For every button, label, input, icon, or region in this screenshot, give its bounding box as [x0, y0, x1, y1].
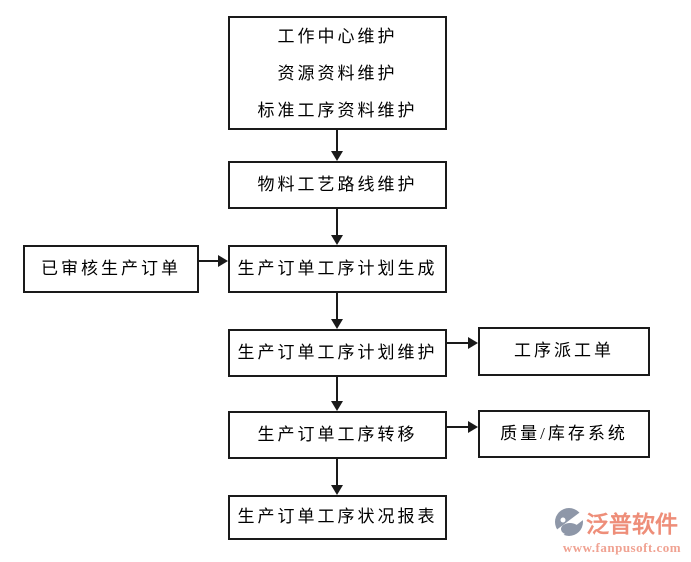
arrow-shaft — [336, 209, 338, 235]
arrow-down-head-icon — [331, 151, 343, 161]
arrow-shaft — [447, 342, 468, 344]
arrow-down-head-icon — [331, 401, 343, 411]
arrow-right-head-icon — [468, 421, 478, 433]
arrow-approved-order-to-plan-generate — [199, 254, 228, 268]
arrow-transfer-to-quality-inventory — [447, 420, 478, 434]
flow-node-label: 已审核生产订单 — [41, 258, 181, 278]
flow-node-transfer: 生产订单工序转移 — [228, 411, 447, 459]
arrow-shaft — [336, 459, 338, 485]
flow-node-quality-inventory: 质量/库存系统 — [478, 410, 650, 458]
flow-node-label: 生产订单工序状况报表 — [237, 507, 438, 527]
logo-website: www.fanpusoft.com — [562, 540, 682, 555]
arrow-shaft — [199, 260, 218, 262]
flow-node-label: 资源资料维护 — [277, 63, 398, 83]
flow-node-label: 工序派工单 — [514, 341, 614, 361]
flow-node-label: 生产订单工序计划生成 — [237, 258, 438, 278]
arrow-transfer-to-status-report — [330, 459, 344, 495]
arrow-down-head-icon — [331, 485, 343, 495]
arrow-shaft — [447, 426, 468, 428]
fanpu-logo: 泛普软件 www.fanpusoft.com — [554, 505, 690, 556]
flow-node-label: 生产订单工序计划维护 — [237, 342, 438, 362]
arrow-plan-generate-to-plan-maintain — [330, 293, 344, 329]
flow-node-status-report: 生产订单工序状况报表 — [228, 495, 447, 540]
flow-node-label: 标准工序资料维护 — [257, 100, 418, 120]
arrow-right-head-icon — [218, 255, 228, 267]
arrow-shaft — [336, 377, 338, 401]
arrow-routing-to-plan-generate — [330, 209, 344, 245]
logo-text: 泛普软件 — [586, 512, 678, 537]
arrow-plan-maintain-to-transfer — [330, 377, 344, 411]
flow-node-dispatch: 工序派工单 — [478, 327, 650, 376]
arrow-shaft — [336, 130, 338, 151]
flow-node-label: 工作中心维护 — [277, 26, 398, 46]
flow-node-plan-generate: 生产订单工序计划生成 — [228, 245, 447, 293]
arrow-master-data-to-routing — [330, 130, 344, 161]
flow-node-label: 质量/库存系统 — [500, 423, 628, 443]
flow-node-label: 生产订单工序转移 — [257, 424, 418, 444]
flow-node-master-data: 工作中心维护 资源资料维护 标准工序资料维护 — [228, 16, 447, 130]
arrow-down-head-icon — [331, 319, 343, 329]
arrow-down-head-icon — [331, 235, 343, 245]
fanpu-swirl-icon — [554, 508, 584, 537]
flow-node-approved-order: 已审核生产订单 — [23, 245, 199, 293]
arrow-right-head-icon — [468, 337, 478, 349]
flow-node-label: 物料工艺路线维护 — [257, 174, 418, 194]
arrow-shaft — [336, 293, 338, 319]
flow-node-routing: 物料工艺路线维护 — [228, 161, 447, 209]
flow-node-plan-maintain: 生产订单工序计划维护 — [228, 329, 447, 377]
arrow-plan-maintain-to-dispatch — [447, 336, 478, 350]
